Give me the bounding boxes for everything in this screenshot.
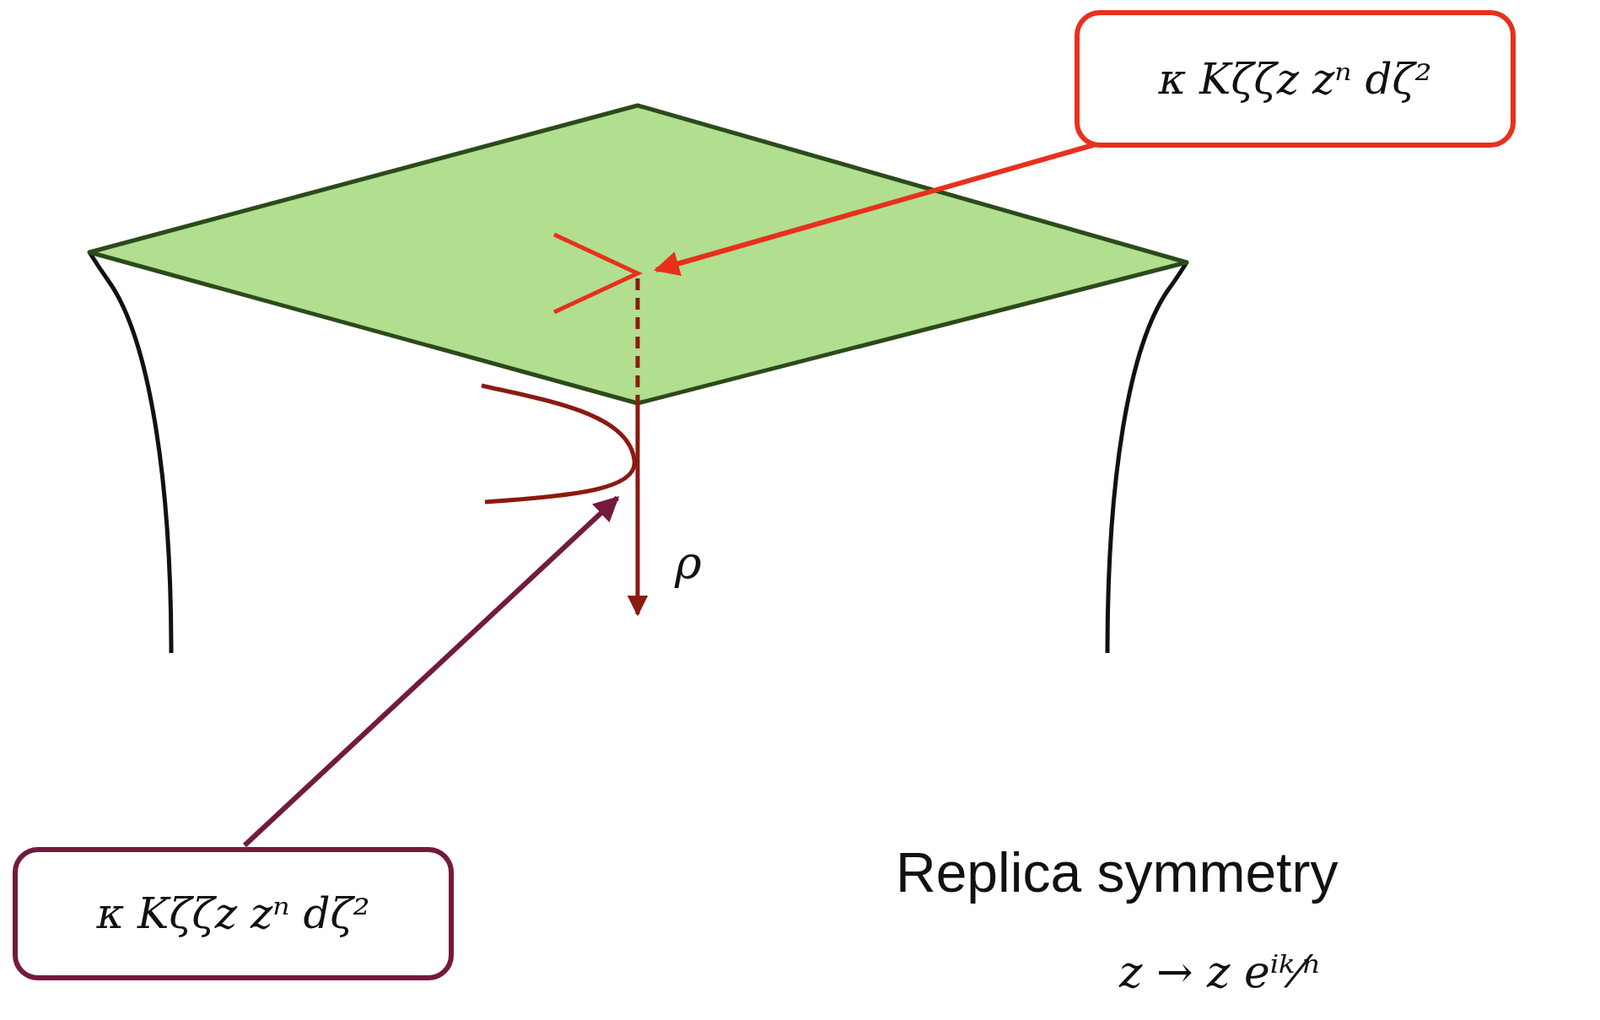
dashed-axis [635, 278, 641, 404]
callout-formula: κ Kζζz zⁿ dζ² [1158, 54, 1432, 104]
leader-arrow [244, 497, 618, 846]
bulk-curve [481, 385, 635, 502]
bulk-curve [89, 252, 172, 653]
callout-box: κ Kζζz zⁿ dζ² [12, 846, 454, 981]
bulk-curve [1107, 262, 1187, 653]
callout-formula: κ Kζζz zⁿ dζ² [96, 888, 370, 938]
boundary-plane [89, 105, 1187, 404]
wedge-symbol [554, 234, 638, 313]
caption-note: Replica symmetry [895, 840, 1338, 905]
leader-arrow [656, 145, 1094, 270]
rho-axis [635, 403, 641, 615]
callout-box: κ Kζζz zⁿ dζ² [1074, 10, 1516, 148]
formula: z → z eⁱᵏ⁄ⁿ [1119, 946, 1320, 997]
axis-label: ρ [674, 536, 702, 590]
